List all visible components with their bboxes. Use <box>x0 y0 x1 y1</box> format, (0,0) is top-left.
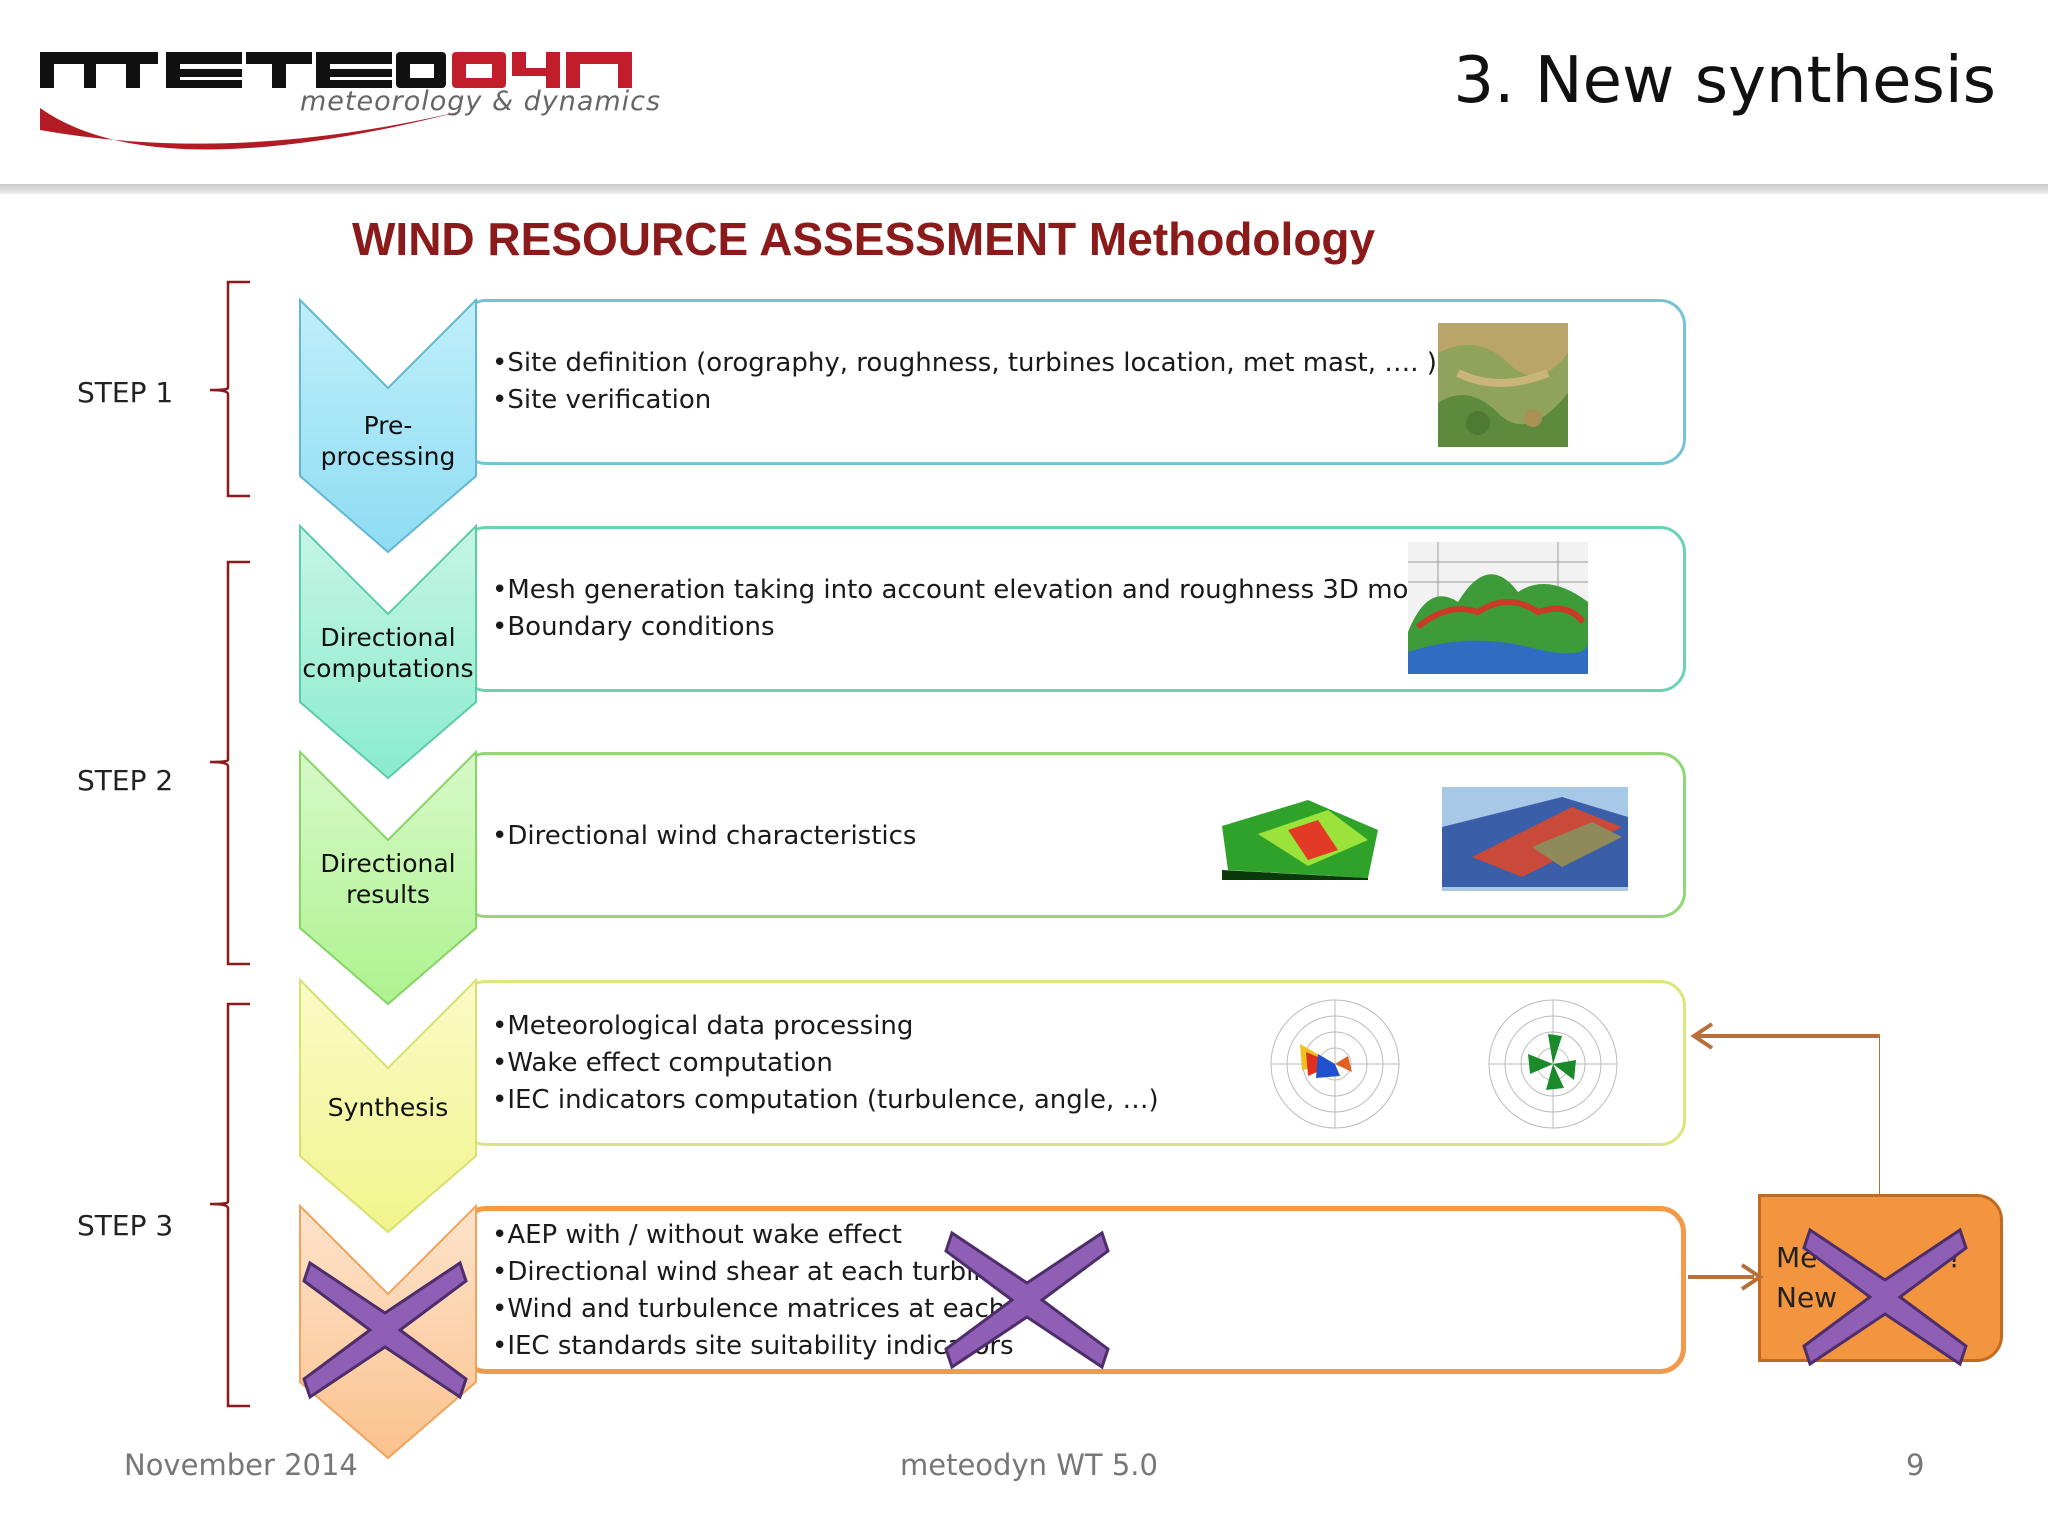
page-number: 9 <box>1906 1448 1925 1482</box>
brace-step-1 <box>209 280 250 498</box>
wind-field-image-1 <box>1218 790 1382 880</box>
footer-date: November 2014 <box>124 1448 358 1482</box>
process-chevrons <box>299 297 477 1460</box>
chevron-label-directional-results: Directional results <box>320 849 456 909</box>
bullet-item: •Meteorological data processing <box>492 1011 914 1041</box>
page-title: 3. New synthesis <box>1453 44 1996 118</box>
bullets-synthesis: •Meteorological data processing •Wake ef… <box>492 1008 1159 1119</box>
bullet-item: •Directional wind characteristics <box>492 821 917 851</box>
chevron-label-synthesis: Synthesis <box>327 1093 449 1122</box>
brace-step-3 <box>209 1002 250 1408</box>
metric-line-2: New <box>1776 1281 1838 1314</box>
step-2-label: STEP 2 <box>77 764 174 797</box>
step-1-label: STEP 1 <box>77 376 174 409</box>
slide-header <box>0 0 2048 184</box>
cross-icon <box>1802 1227 1968 1367</box>
bullet-item: •Site verification <box>492 385 712 415</box>
bullet-item: •Directional wind shear at each turbine <box>492 1257 1006 1287</box>
chevron-label-directional-computations: Directional computations <box>302 623 474 683</box>
wind-field-image-2 <box>1442 787 1628 891</box>
row-box-synthesis <box>460 980 1686 1146</box>
brace-step-2 <box>209 560 250 966</box>
chevron-directional-results <box>299 749 477 1006</box>
wind-rose-chart-1 <box>1270 999 1400 1129</box>
header-divider <box>0 184 2048 194</box>
logo-subtitle: meteorology & dynamics <box>300 86 662 117</box>
arrow-head-left <box>1690 1022 1714 1050</box>
arrow-back-to-synthesis <box>1694 1034 1880 1194</box>
cross-icon <box>944 1230 1110 1370</box>
terrain-map-image <box>1438 323 1568 447</box>
wind-rose-chart-2 <box>1488 999 1618 1129</box>
arrow-head-right <box>1740 1263 1764 1291</box>
footer-product: meteodyn WT 5.0 <box>900 1448 1158 1482</box>
chevron-synthesis <box>299 977 477 1234</box>
bullet-item: •AEP with / without wake effect <box>492 1220 902 1250</box>
bullets-directional-results: •Directional wind characteristics <box>492 818 916 855</box>
bullet-item: •Site definition (orography, roughness, … <box>492 348 1437 378</box>
cross-icon <box>302 1260 468 1400</box>
bullet-item: •IEC indicators computation (turbulence,… <box>492 1085 1159 1115</box>
bullet-item: •Wind and turbulence matrices at each tu <box>492 1294 1041 1324</box>
mesh-3d-image <box>1408 542 1588 674</box>
bullet-item: •Boundary conditions <box>492 612 775 642</box>
bullet-item: •Wake effect computation <box>492 1048 833 1078</box>
bullet-item: •IEC standards site suitability indicato… <box>492 1331 1014 1361</box>
step-3-label: STEP 3 <box>77 1209 174 1242</box>
meteodyn-logo <box>40 52 632 150</box>
bullets-pre-processing: •Site definition (orography, roughness, … <box>492 345 1437 419</box>
bullets-directional-computations: •Mesh generation taking into account ele… <box>492 572 1488 646</box>
bullet-item: •Mesh generation taking into account ele… <box>492 575 1489 605</box>
diagram-heading: WIND RESOURCE ASSESSMENT Methodology <box>352 213 1376 265</box>
step-braces <box>209 280 250 1408</box>
chevron-label-pre-processing: Pre-processing <box>320 411 456 471</box>
feedback-arrows <box>1688 1022 1880 1291</box>
bullets-aep: •AEP with / without wake effect •Directi… <box>492 1217 1040 1365</box>
chevron-pre-processing <box>299 297 477 554</box>
chevron-directional-computations <box>299 523 477 780</box>
